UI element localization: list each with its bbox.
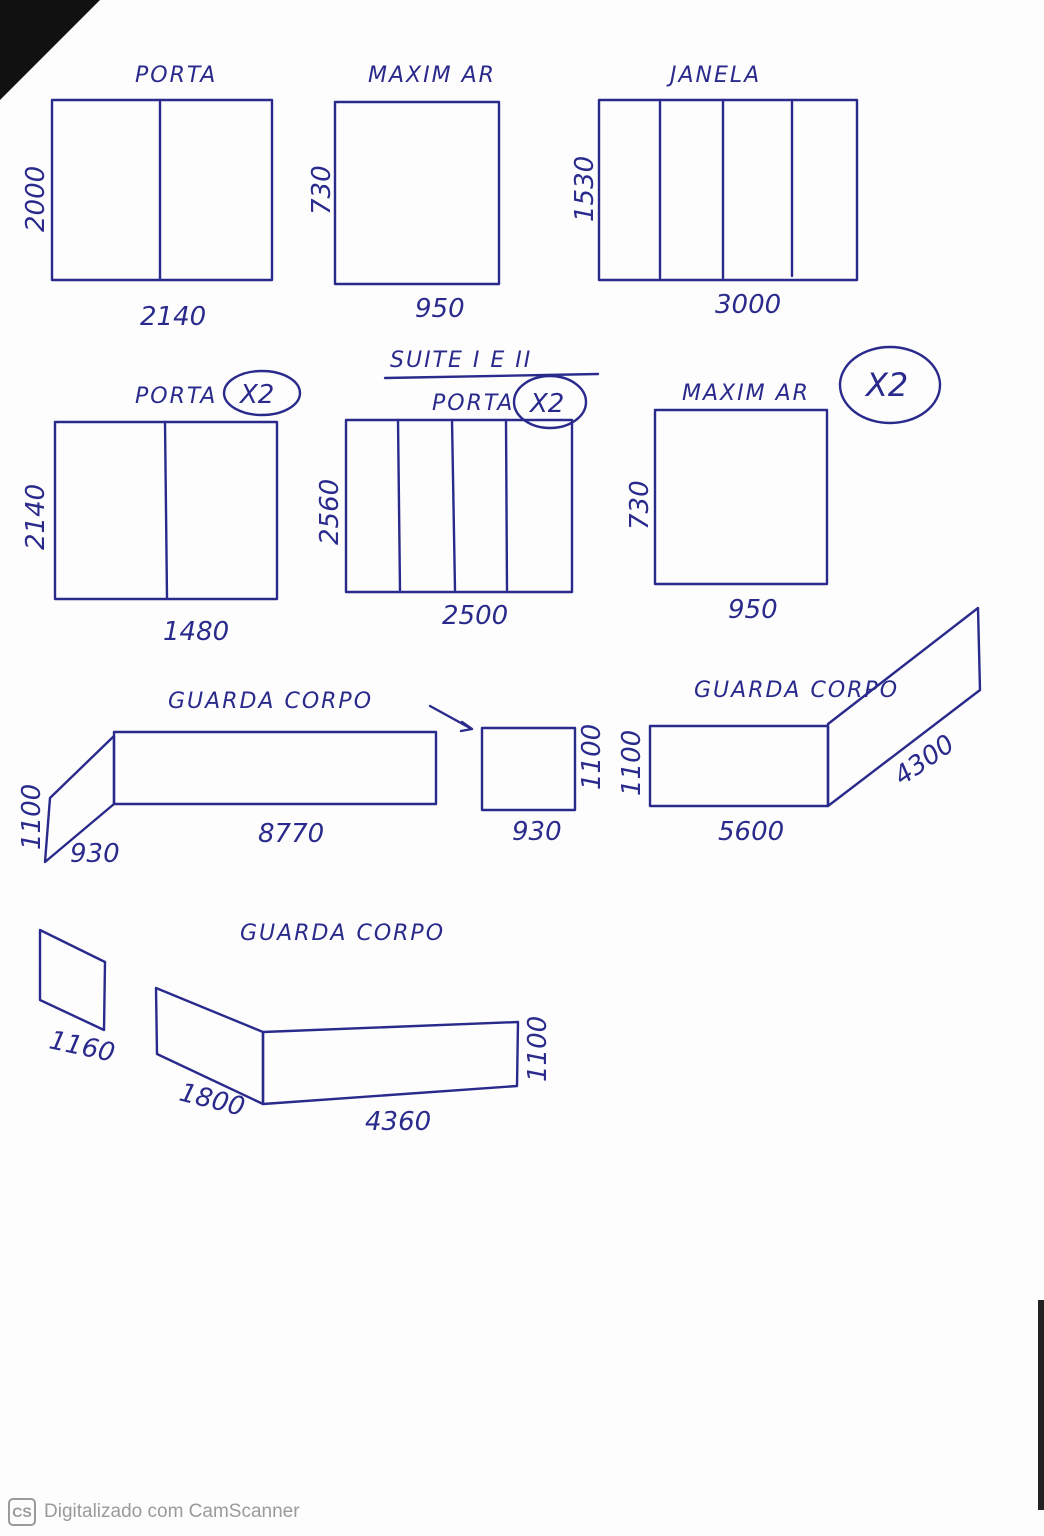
porta-height: 2000 (21, 166, 51, 232)
guarda-corpo-b-front-panel (648, 724, 830, 808)
maxim-ar-x2-width: 950 (728, 595, 778, 625)
guarda-corpo-b-length: 5600 (718, 817, 784, 847)
porta-width: 2140 (140, 302, 206, 332)
suite-porta-divider-2 (450, 418, 457, 592)
janela-label: JANELA (666, 63, 761, 88)
porta-x2-height: 2140 (21, 484, 51, 550)
guarda-corpo-c-small-width: 1160 (47, 1026, 118, 1069)
scanner-watermark: CS Digitalizado com CamScanner (8, 1497, 300, 1527)
maxim-ar-x2-height: 730 (625, 480, 655, 530)
maxim-ar-x2-frame (653, 408, 829, 586)
maxim-ar-x2-drawing: MAXIM AR X2 950 730 (625, 345, 942, 625)
guarda-corpo-square-drawing: 930 1100 (480, 724, 607, 847)
guarda-corpo-c-drawing: GUARDA CORPO 1160 1800 4360 1100 (38, 921, 553, 1137)
suite-label: SUITE I E II (390, 348, 532, 373)
suite-porta-divider-1 (396, 418, 402, 592)
guarda-corpo-a-label: GUARDA CORPO (168, 689, 373, 714)
porta-x2-drawing: PORTA X2 1480 2140 (21, 369, 302, 647)
maxim-ar-width: 950 (415, 294, 465, 324)
porta-drawing: PORTA 2140 2000 (21, 63, 274, 332)
maxim-ar-x2-circle (838, 345, 942, 425)
suite-porta-height: 2560 (315, 479, 345, 545)
guarda-corpo-c-label: GUARDA CORPO (240, 921, 445, 946)
guarda-corpo-a-front-panel (112, 730, 438, 806)
maxim-ar-x2-label: MAXIM AR (682, 381, 810, 406)
guarda-corpo-a-length: 8770 (258, 819, 324, 849)
porta-x2-count: X2 (238, 380, 274, 410)
guarda-corpo-c-small-panel (38, 928, 107, 1032)
suite-porta-x2-count: X2 (528, 389, 564, 419)
suite-porta-width: 2500 (442, 601, 508, 631)
suite-porta-frame (344, 418, 574, 594)
guarda-corpo-square-panel (480, 726, 577, 812)
guarda-corpo-b-depth: 4300 (889, 729, 960, 792)
suite-underline (383, 372, 600, 380)
janela-height: 1530 (570, 156, 600, 222)
camscanner-logo: CS (8, 1498, 36, 1526)
porta-label: PORTA (135, 63, 217, 88)
guarda-corpo-c-front-panel (261, 1020, 520, 1106)
porta-x2-label: PORTA (135, 384, 217, 409)
guarda-corpo-c-height: 1100 (523, 1016, 553, 1082)
guarda-corpo-b-side-panel (826, 606, 982, 808)
guarda-corpo-a-drawing: GUARDA CORPO 8770 930 1100 (17, 689, 474, 869)
suite-porta-label: PORTA (432, 391, 514, 416)
janela-drawing: JANELA 3000 1530 (570, 63, 859, 320)
maxim-ar-drawing: MAXIM AR 950 730 (307, 63, 501, 324)
scan-shadow-edge (1038, 1300, 1044, 1510)
maxim-ar-height: 730 (307, 165, 337, 215)
suite-porta-divider-3 (504, 418, 509, 592)
maxim-ar-x2-count: X2 (864, 366, 908, 404)
scan-shadow-corner (0, 0, 100, 100)
guarda-corpo-b-drawing: GUARDA CORPO 5600 4300 1100 (617, 606, 982, 847)
janela-frame (597, 98, 859, 282)
guarda-corpo-square-height: 1100 (577, 724, 607, 790)
guarda-corpo-a-depth: 930 (70, 839, 120, 869)
porta-x2-divider (163, 420, 169, 600)
watermark-text: Digitalizado com CamScanner (44, 1501, 300, 1522)
guarda-corpo-c-side-length: 1800 (176, 1078, 247, 1123)
guarda-corpo-square-width: 930 (512, 817, 562, 847)
suite-porta-drawing: SUITE I E II PORTA X2 2500 2560 (315, 348, 600, 631)
janela-width: 3000 (715, 290, 781, 320)
guarda-corpo-b-height: 1100 (617, 730, 647, 796)
maxim-ar-frame (333, 100, 501, 286)
suite-porta-x2-circle (512, 374, 588, 430)
porta-x2-circle (222, 369, 302, 417)
guarda-corpo-a-side-panel (43, 734, 116, 864)
porta-frame (50, 98, 274, 282)
guarda-corpo-c-front-length: 4360 (365, 1107, 431, 1137)
guarda-corpo-b-label: GUARDA CORPO (694, 678, 899, 703)
guarda-corpo-a-height: 1100 (17, 784, 47, 850)
maxim-ar-label: MAXIM AR (368, 63, 496, 88)
porta-x2-width: 1480 (163, 617, 229, 647)
guarda-corpo-a-arrowhead (459, 720, 474, 733)
